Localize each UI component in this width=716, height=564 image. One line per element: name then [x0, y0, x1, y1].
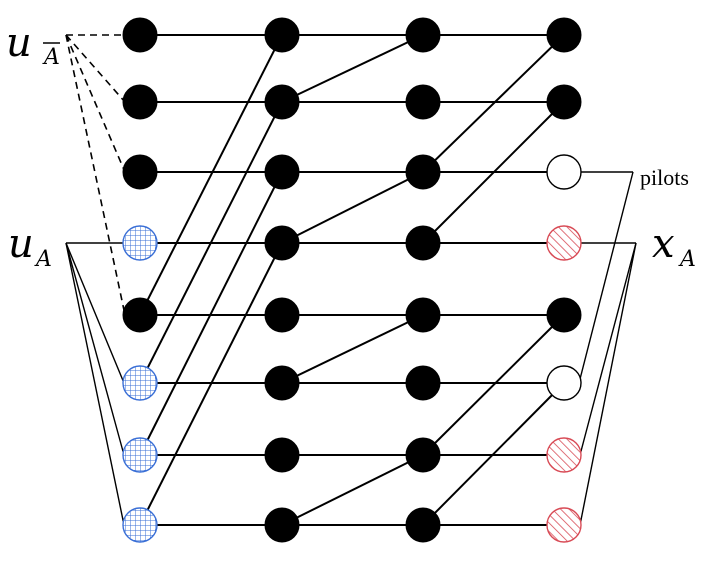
u-bar-label: u A	[6, 20, 60, 70]
frozen-node	[264, 297, 300, 333]
x-a-main-text: x	[652, 221, 675, 267]
graph-edges	[139, 34, 565, 526]
info-link	[65, 242, 125, 384]
frozen-node	[122, 84, 158, 120]
butterfly-edge	[139, 34, 283, 316]
frozen-dashed-link	[65, 34, 126, 103]
x-a-subscript: A	[678, 247, 696, 272]
coded-node	[546, 437, 582, 473]
pilot-link	[578, 171, 634, 384]
butterfly-edge	[422, 382, 565, 526]
butterfly-edge	[139, 171, 283, 456]
info-node	[122, 225, 158, 261]
frozen-node	[122, 297, 158, 333]
frozen-node	[264, 225, 300, 261]
coded-node	[546, 225, 582, 261]
frozen-node	[264, 365, 300, 401]
frozen-bit-dashed-links	[65, 34, 126, 316]
frozen-node	[405, 17, 441, 53]
frozen-node	[264, 17, 300, 53]
butterfly-edge	[422, 34, 565, 173]
coded-node	[546, 507, 582, 543]
info-link	[65, 242, 125, 526]
info-node	[122, 437, 158, 473]
frozen-node	[405, 297, 441, 333]
frozen-node	[122, 17, 158, 53]
coded-bit-links	[579, 242, 637, 526]
frozen-node	[546, 297, 582, 333]
pilots-label: pilots	[640, 165, 689, 190]
frozen-node	[264, 154, 300, 190]
frozen-node	[546, 84, 582, 120]
frozen-node	[264, 507, 300, 543]
butterfly-edge	[281, 171, 424, 244]
frozen-node	[264, 437, 300, 473]
info-bit-links	[65, 242, 125, 526]
butterfly-edge	[422, 101, 565, 244]
butterfly-edge	[422, 314, 565, 456]
graph-nodes	[122, 17, 582, 543]
pilot-links	[578, 171, 634, 384]
frozen-dashed-link	[65, 34, 126, 173]
butterfly-edge	[281, 454, 424, 526]
u-a-main-text: u	[8, 221, 34, 267]
butterfly-edge	[139, 101, 283, 384]
frozen-node	[405, 365, 441, 401]
u-bar-subscript: A	[42, 45, 60, 70]
u-a-subscript: A	[34, 247, 52, 272]
u-a-label: u A	[8, 221, 52, 272]
coded-link	[579, 242, 637, 526]
pilot-node	[546, 365, 582, 401]
frozen-node	[405, 225, 441, 261]
frozen-node	[405, 437, 441, 473]
frozen-node	[405, 507, 441, 543]
butterfly-edge	[281, 34, 424, 103]
x-a-label: x A	[652, 221, 696, 272]
frozen-node	[122, 154, 158, 190]
frozen-node	[546, 17, 582, 53]
butterfly-edge	[281, 314, 424, 384]
pilot-node	[546, 154, 582, 190]
info-node	[122, 365, 158, 401]
frozen-node	[405, 154, 441, 190]
butterfly-edge	[139, 242, 283, 526]
frozen-node	[264, 84, 300, 120]
frozen-node	[405, 84, 441, 120]
info-link	[65, 242, 125, 456]
info-node	[122, 507, 158, 543]
u-bar-main-text: u	[6, 20, 32, 66]
coded-link	[579, 242, 637, 456]
